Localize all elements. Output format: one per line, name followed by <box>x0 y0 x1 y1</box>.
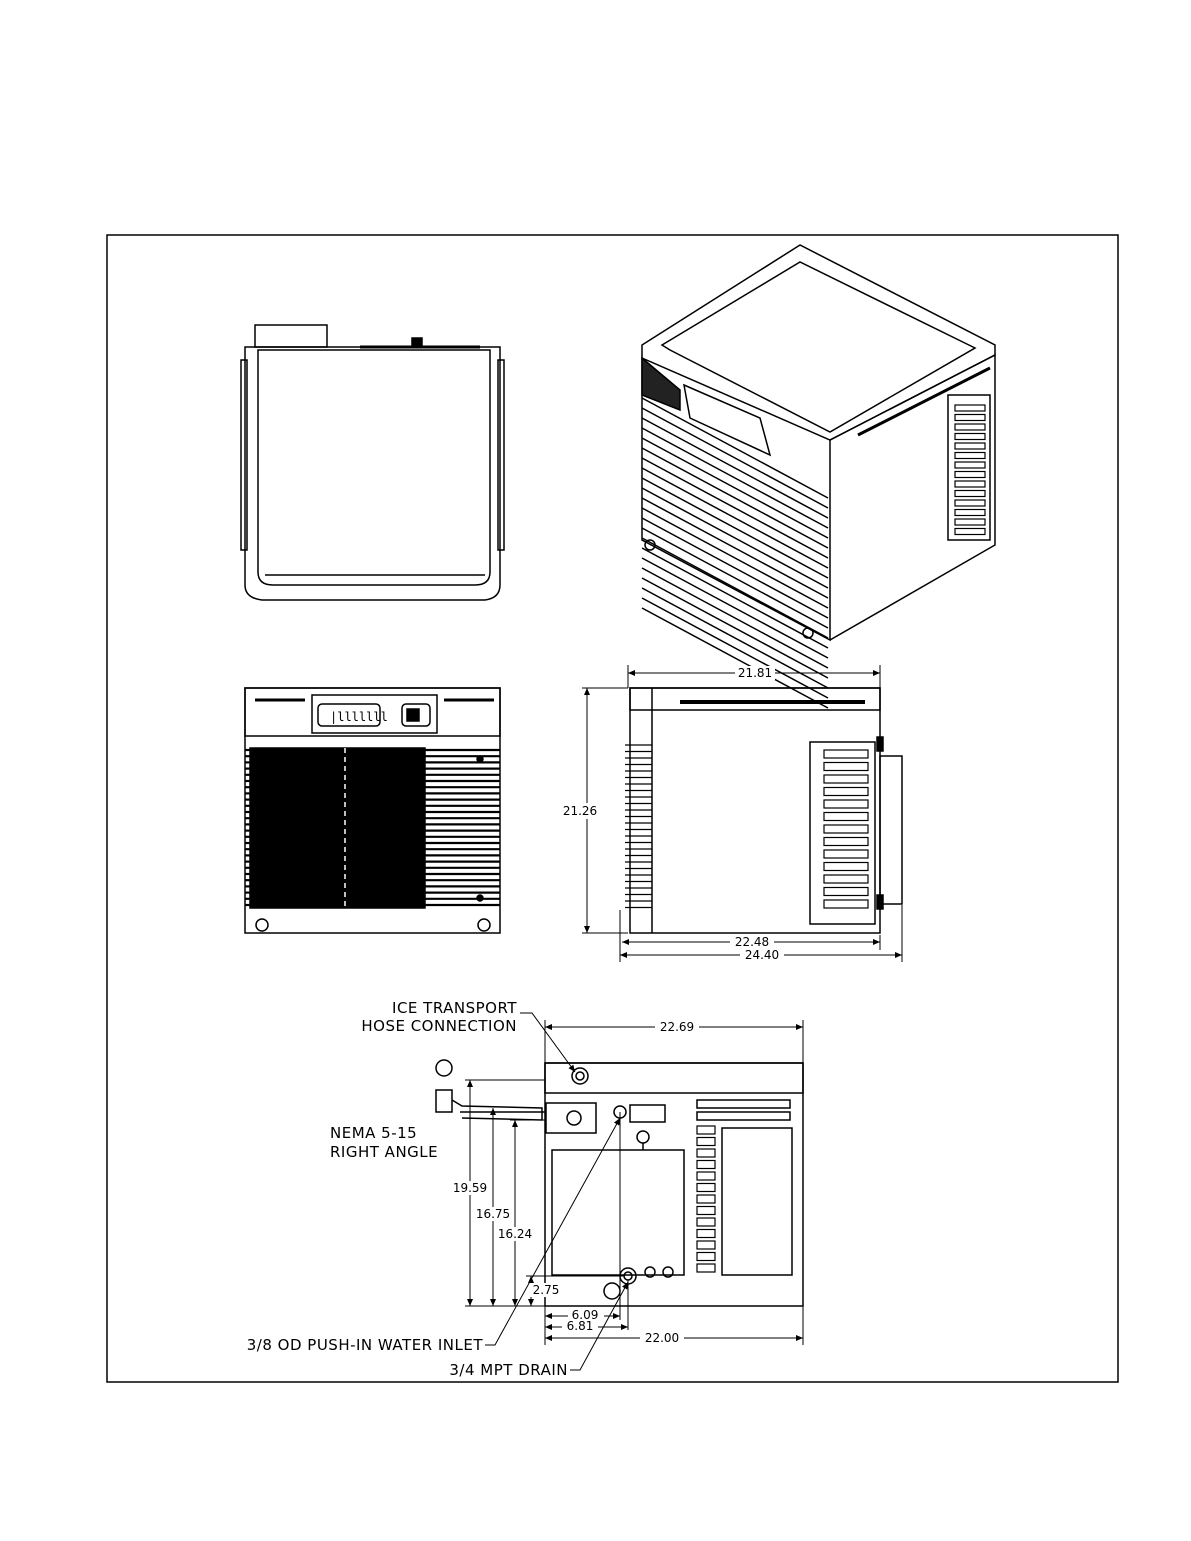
callout-ice-transport: ICE TRANSPORT <box>392 999 517 1017</box>
top-view <box>241 325 504 600</box>
callout-hose-connection: HOSE CONNECTION <box>361 1017 517 1035</box>
side-grille-fins <box>625 745 652 908</box>
vent-slot <box>955 481 985 487</box>
vent-slot <box>824 900 868 908</box>
callout-drain: 3/4 MPT DRAIN <box>449 1361 568 1379</box>
dim-inlet-height: 19.59 <box>453 1181 487 1195</box>
vent-slot <box>824 813 868 821</box>
vent-slot <box>824 888 868 896</box>
vent-slot <box>697 1172 715 1180</box>
rear-dimensions <box>465 1020 803 1345</box>
vent-slot <box>697 1264 715 1272</box>
vent-slot <box>824 800 868 808</box>
front-view <box>245 688 500 933</box>
vent-slot <box>955 415 985 421</box>
vent-slot <box>697 1218 715 1226</box>
vent-slot <box>824 763 868 771</box>
vent-slot <box>697 1195 715 1203</box>
vent-slot <box>955 434 985 440</box>
vent-slot <box>955 453 985 459</box>
vent-slot <box>955 491 985 497</box>
vent-slot <box>697 1161 715 1169</box>
rear-vent-slots <box>697 1126 715 1272</box>
front-grille-fins <box>642 398 828 708</box>
vent-slot <box>824 875 868 883</box>
vent-slot <box>697 1230 715 1238</box>
vent-slot <box>955 424 985 430</box>
vent-slot <box>955 472 985 478</box>
vent-slot <box>955 519 985 525</box>
dim-cord-height: 16.75 <box>476 1207 510 1221</box>
vent-slot <box>824 750 868 758</box>
dim-top-depth: 21.81 <box>738 666 772 680</box>
vent-slot <box>697 1126 715 1134</box>
callout-right-angle: RIGHT ANGLE <box>330 1143 438 1161</box>
isometric-view <box>642 245 995 708</box>
vent-slot <box>824 863 868 871</box>
dim-drain-offset: 6.81 <box>567 1319 594 1333</box>
callout-nema: NEMA 5-15 <box>330 1124 417 1142</box>
vent-slot <box>824 850 868 858</box>
vent-slot <box>697 1149 715 1157</box>
vent-slot <box>955 443 985 449</box>
vent-slot <box>955 529 985 535</box>
dim-hose-height: 16.24 <box>498 1227 532 1241</box>
vent-slot <box>824 838 868 846</box>
callout-water-inlet: 3/8 OD PUSH-IN WATER INLET <box>247 1336 484 1354</box>
vent-slot <box>697 1241 715 1249</box>
vent-slot <box>824 775 868 783</box>
vent-slot <box>955 510 985 516</box>
vent-slot <box>955 405 985 411</box>
vent-slot <box>824 825 868 833</box>
dim-side-depth-b: 24.40 <box>745 948 779 962</box>
side-view <box>625 688 902 933</box>
side-panel-louvers <box>824 750 868 908</box>
dim-side-height: 21.26 <box>563 804 597 818</box>
dim-side-depth-a: 22.48 <box>735 935 769 949</box>
dim-drain-height: 2.75 <box>533 1283 560 1297</box>
vent-slot <box>955 462 985 468</box>
vent-slot <box>697 1253 715 1261</box>
power-plug-icon <box>436 1060 545 1120</box>
side-louvers <box>955 405 985 535</box>
dim-front-width: 22.69 <box>660 1020 694 1034</box>
vent-slot <box>697 1138 715 1146</box>
vent-slot <box>955 500 985 506</box>
vent-slot <box>697 1207 715 1215</box>
dim-rear-width: 22.00 <box>645 1331 679 1345</box>
front-logo-mark: |lllllll <box>330 710 388 724</box>
vent-slot <box>824 788 868 796</box>
vent-slot <box>697 1184 715 1192</box>
